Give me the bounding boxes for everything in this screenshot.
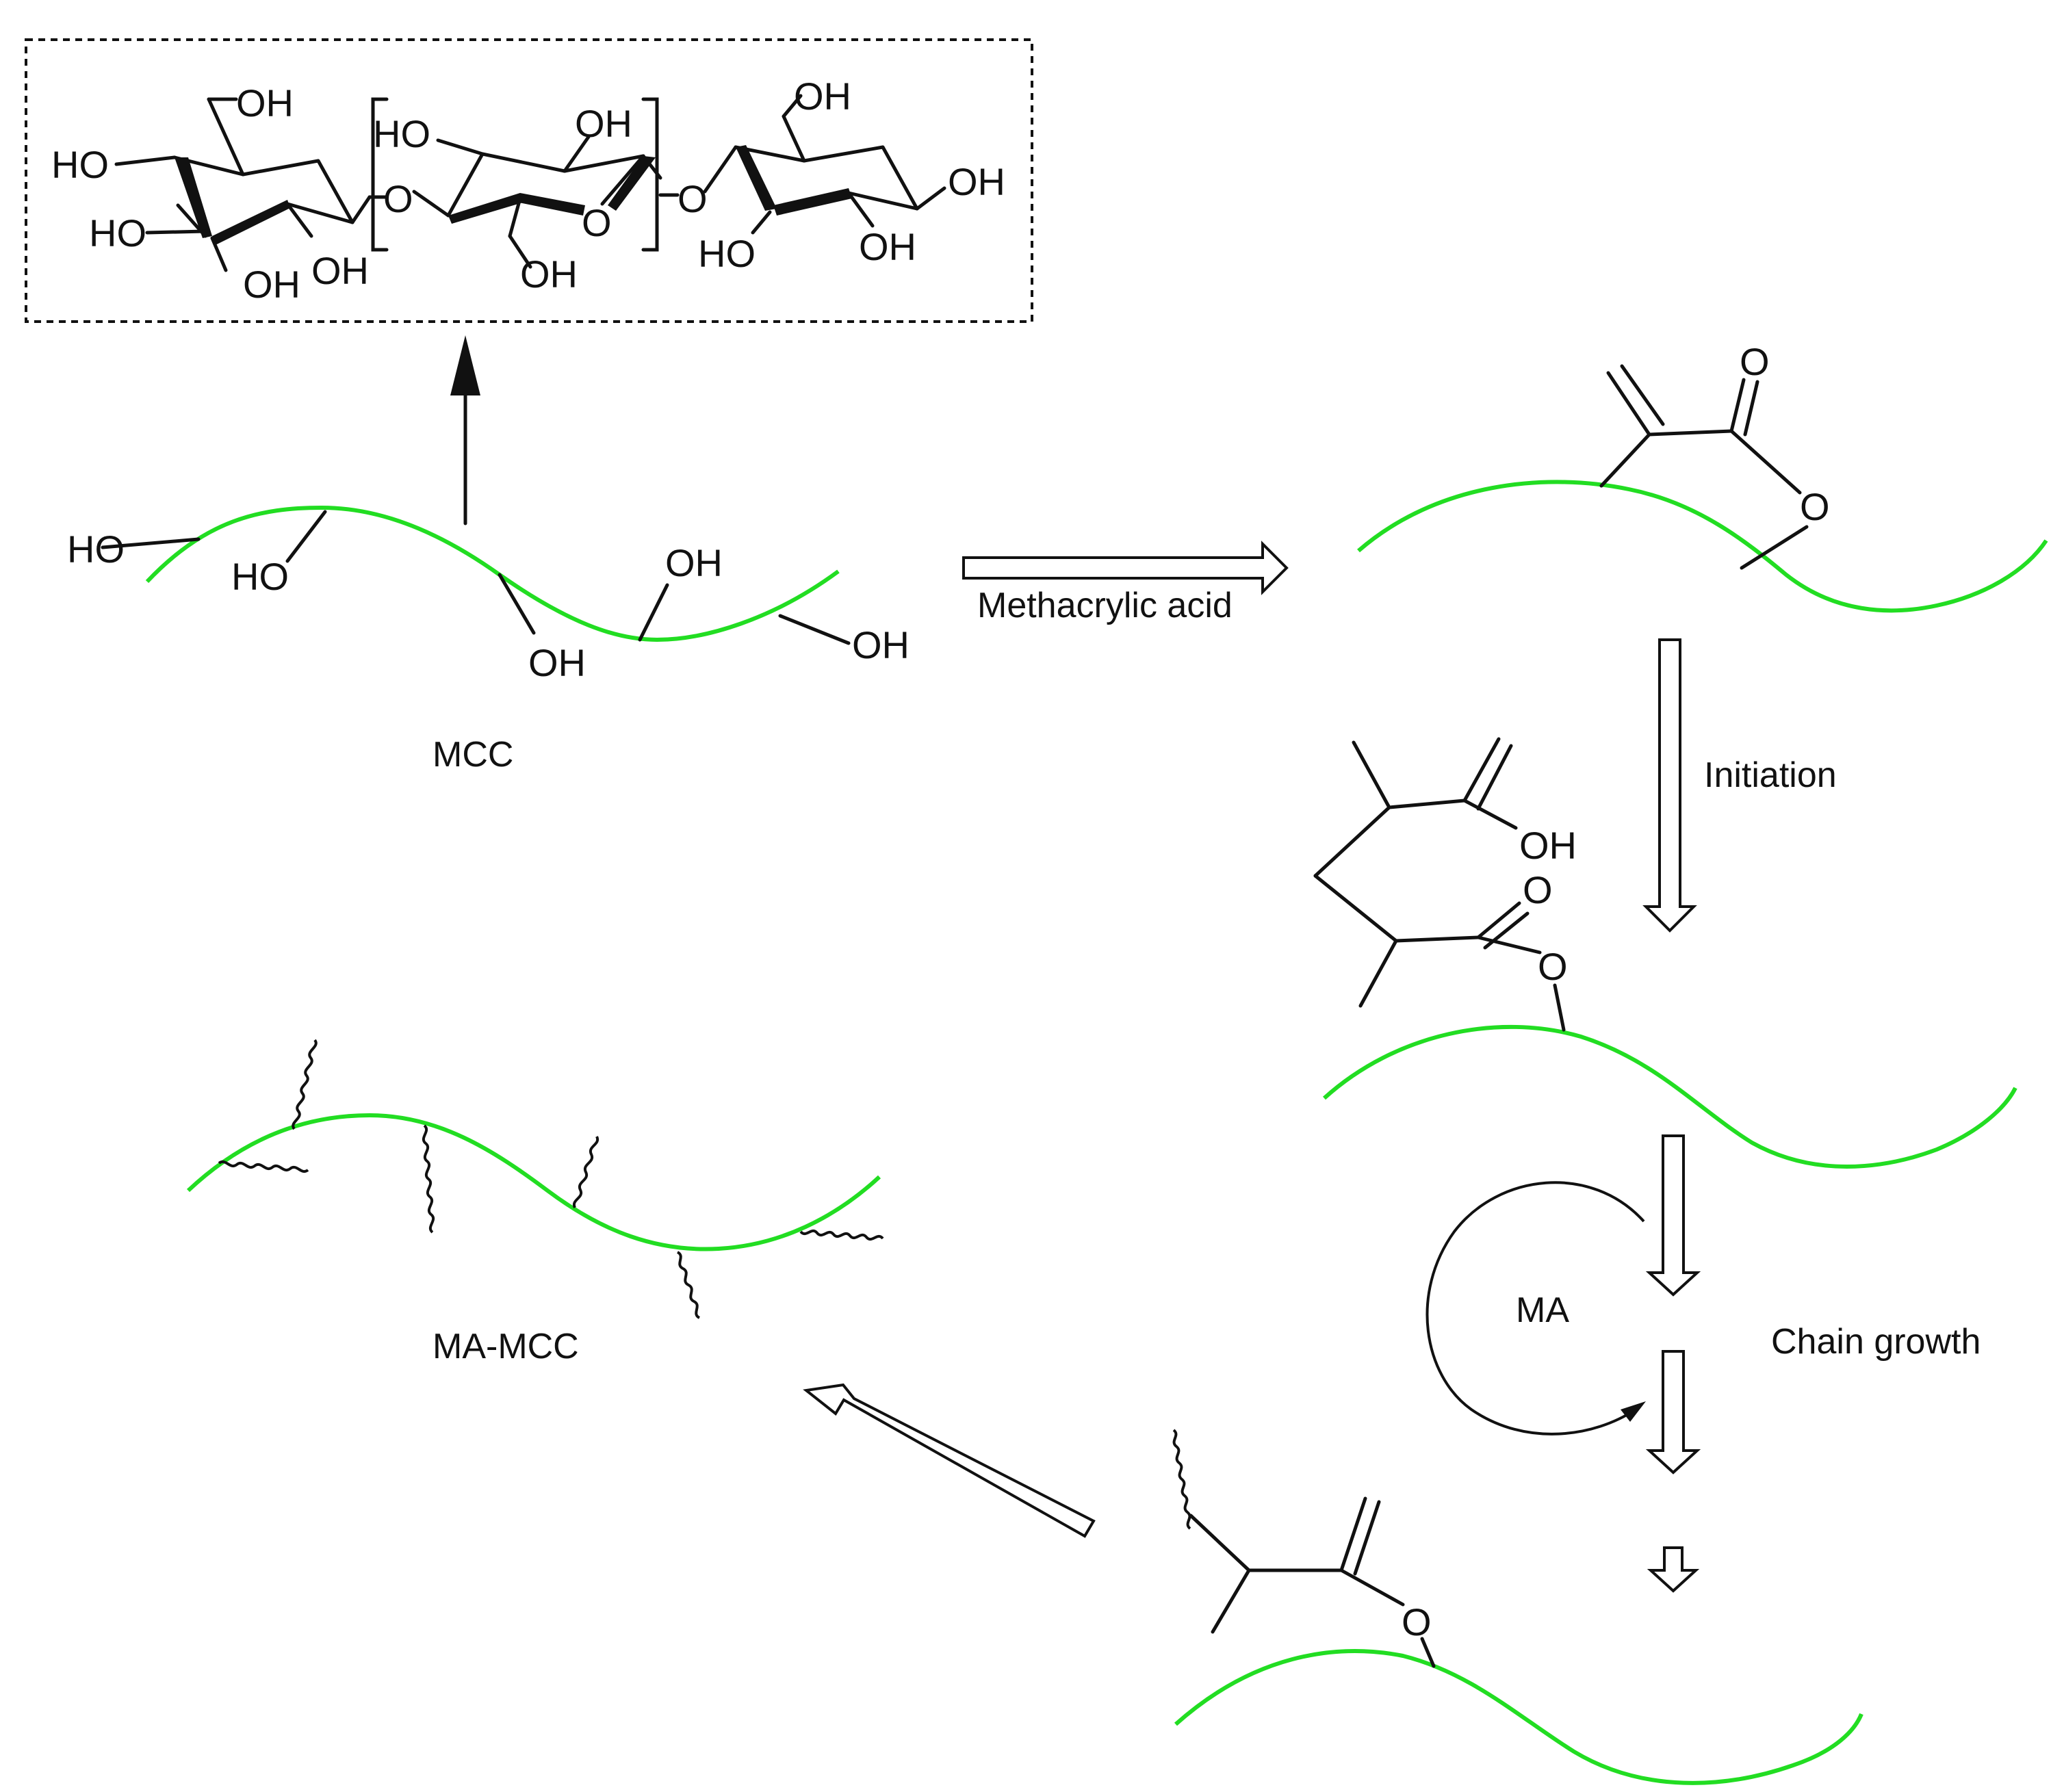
right-ring-oh-bottom: OH	[859, 225, 916, 268]
middle-ring-oh-top: OH	[575, 102, 632, 145]
grafted-chain-bottom	[1172, 1429, 1863, 1785]
arrow-chain-growth-3	[1647, 1546, 1700, 1593]
initiation-label: Initiation	[1704, 755, 1837, 795]
middle-ring-oxygen: O	[582, 201, 612, 244]
middle-glucose-ring	[436, 135, 662, 269]
initiated-mcc	[1313, 737, 2017, 1169]
left-glucose-ring	[114, 97, 372, 272]
arrow-initiation	[1642, 638, 1697, 933]
arrow-to-ma-mcc	[803, 1383, 1096, 1538]
arrow-to-structure	[450, 335, 480, 525]
right-ring-oh-side: OH	[948, 160, 1005, 203]
middle-ring-ho: HO	[373, 112, 430, 155]
structure-frame	[25, 38, 1033, 323]
glycosidic-oxygen-right: O	[678, 177, 708, 220]
arrow-methacrylic-acid	[962, 541, 1289, 595]
left-ring-oh-top: OH	[236, 81, 294, 125]
left-ring-ho-lower: HO	[89, 211, 146, 255]
initiated-ester-oxygen: O	[1538, 945, 1568, 988]
esterified-mcc	[1357, 364, 2048, 613]
mcc-oh-3: OH	[528, 641, 586, 684]
ma-mcc-chain	[186, 1039, 884, 1319]
repeat-bracket-right	[641, 97, 659, 252]
initiated-oh: OH	[1519, 824, 1577, 867]
right-glucose-ring	[734, 94, 946, 235]
middle-ring-oh-bottom: OH	[520, 252, 578, 296]
methacrylic-acid-label: Methacrylic acid	[977, 586, 1233, 625]
initiated-carbonyl-oxygen: O	[1523, 868, 1553, 911]
mcc-label: MCC	[433, 735, 513, 775]
left-ring-ho-upper: HO	[51, 143, 109, 186]
mcc-oh-5: OH	[852, 623, 910, 666]
arrow-chain-growth-1	[1645, 1134, 1701, 1297]
repeat-bracket-left	[371, 97, 389, 252]
ester-oxygen: O	[1800, 485, 1830, 528]
ma-mcc-label: MA-MCC	[433, 1327, 579, 1366]
right-ring-oh-top: OH	[794, 75, 851, 118]
arrow-chain-growth-2	[1645, 1350, 1701, 1475]
left-ring-oh-anomeric: OH	[311, 249, 369, 292]
mcc-ho-1: HO	[67, 528, 125, 571]
glycosidic-oxygen-left: O	[383, 177, 413, 220]
left-ring-oh-bottom: OH	[243, 263, 300, 306]
mcc-chain	[101, 505, 851, 645]
ester-carbonyl-oxygen: O	[1740, 340, 1770, 383]
grafted-ester-oxygen: O	[1402, 1600, 1432, 1644]
right-ring-ho: HO	[698, 232, 756, 275]
mcc-ho-2: HO	[231, 555, 289, 598]
chain-growth-label: Chain growth	[1771, 1322, 1981, 1362]
mcc-oh-4: OH	[665, 541, 723, 584]
ma-label: MA	[1516, 1290, 1569, 1330]
ma-cycle-arrow	[1426, 1181, 1646, 1436]
cellulose-structure: OH HO HO OH OH O HO OH O OH	[25, 38, 1033, 323]
